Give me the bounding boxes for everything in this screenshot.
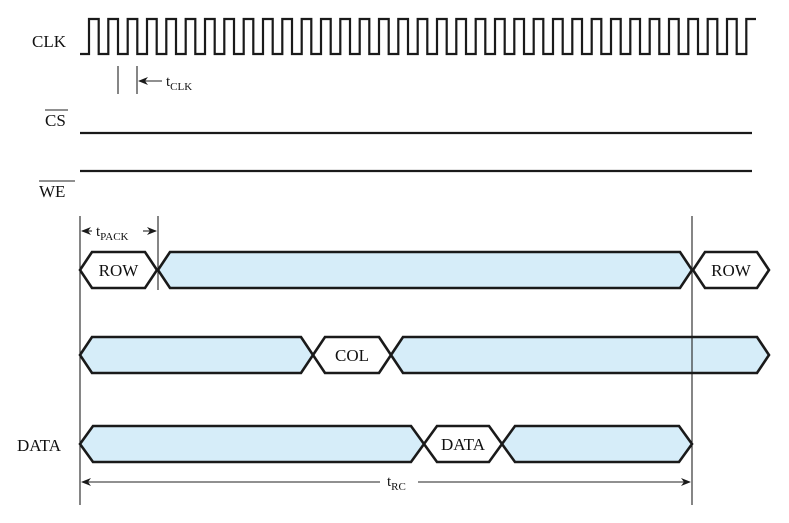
col-label: COL (335, 346, 369, 365)
trc-label: tRC (387, 474, 406, 493)
data-label: DATA (17, 436, 62, 455)
bus-segment-hold (500, 424, 694, 464)
row-label: ROW (99, 261, 140, 280)
bus-segment-hold (78, 424, 426, 464)
cs-label: CS (45, 111, 66, 130)
we-label: WE (39, 182, 65, 201)
bus-segment-row-next (691, 250, 771, 290)
tpack-label: tPACK (96, 224, 129, 243)
clk-waveform (80, 17, 756, 56)
col-address-bus: COL (78, 335, 771, 375)
bus-segment-hold (156, 250, 694, 290)
data-value-label: DATA (441, 435, 486, 454)
row-address-bus: ROW ROW (78, 250, 771, 290)
row-next-label: ROW (711, 261, 752, 280)
clk-label: CLK (32, 32, 67, 51)
tclk-label: tCLK (166, 74, 192, 93)
data-bus: DATA (78, 424, 694, 464)
bus-segment-hold (389, 335, 771, 375)
bus-segment-hold (78, 335, 315, 375)
